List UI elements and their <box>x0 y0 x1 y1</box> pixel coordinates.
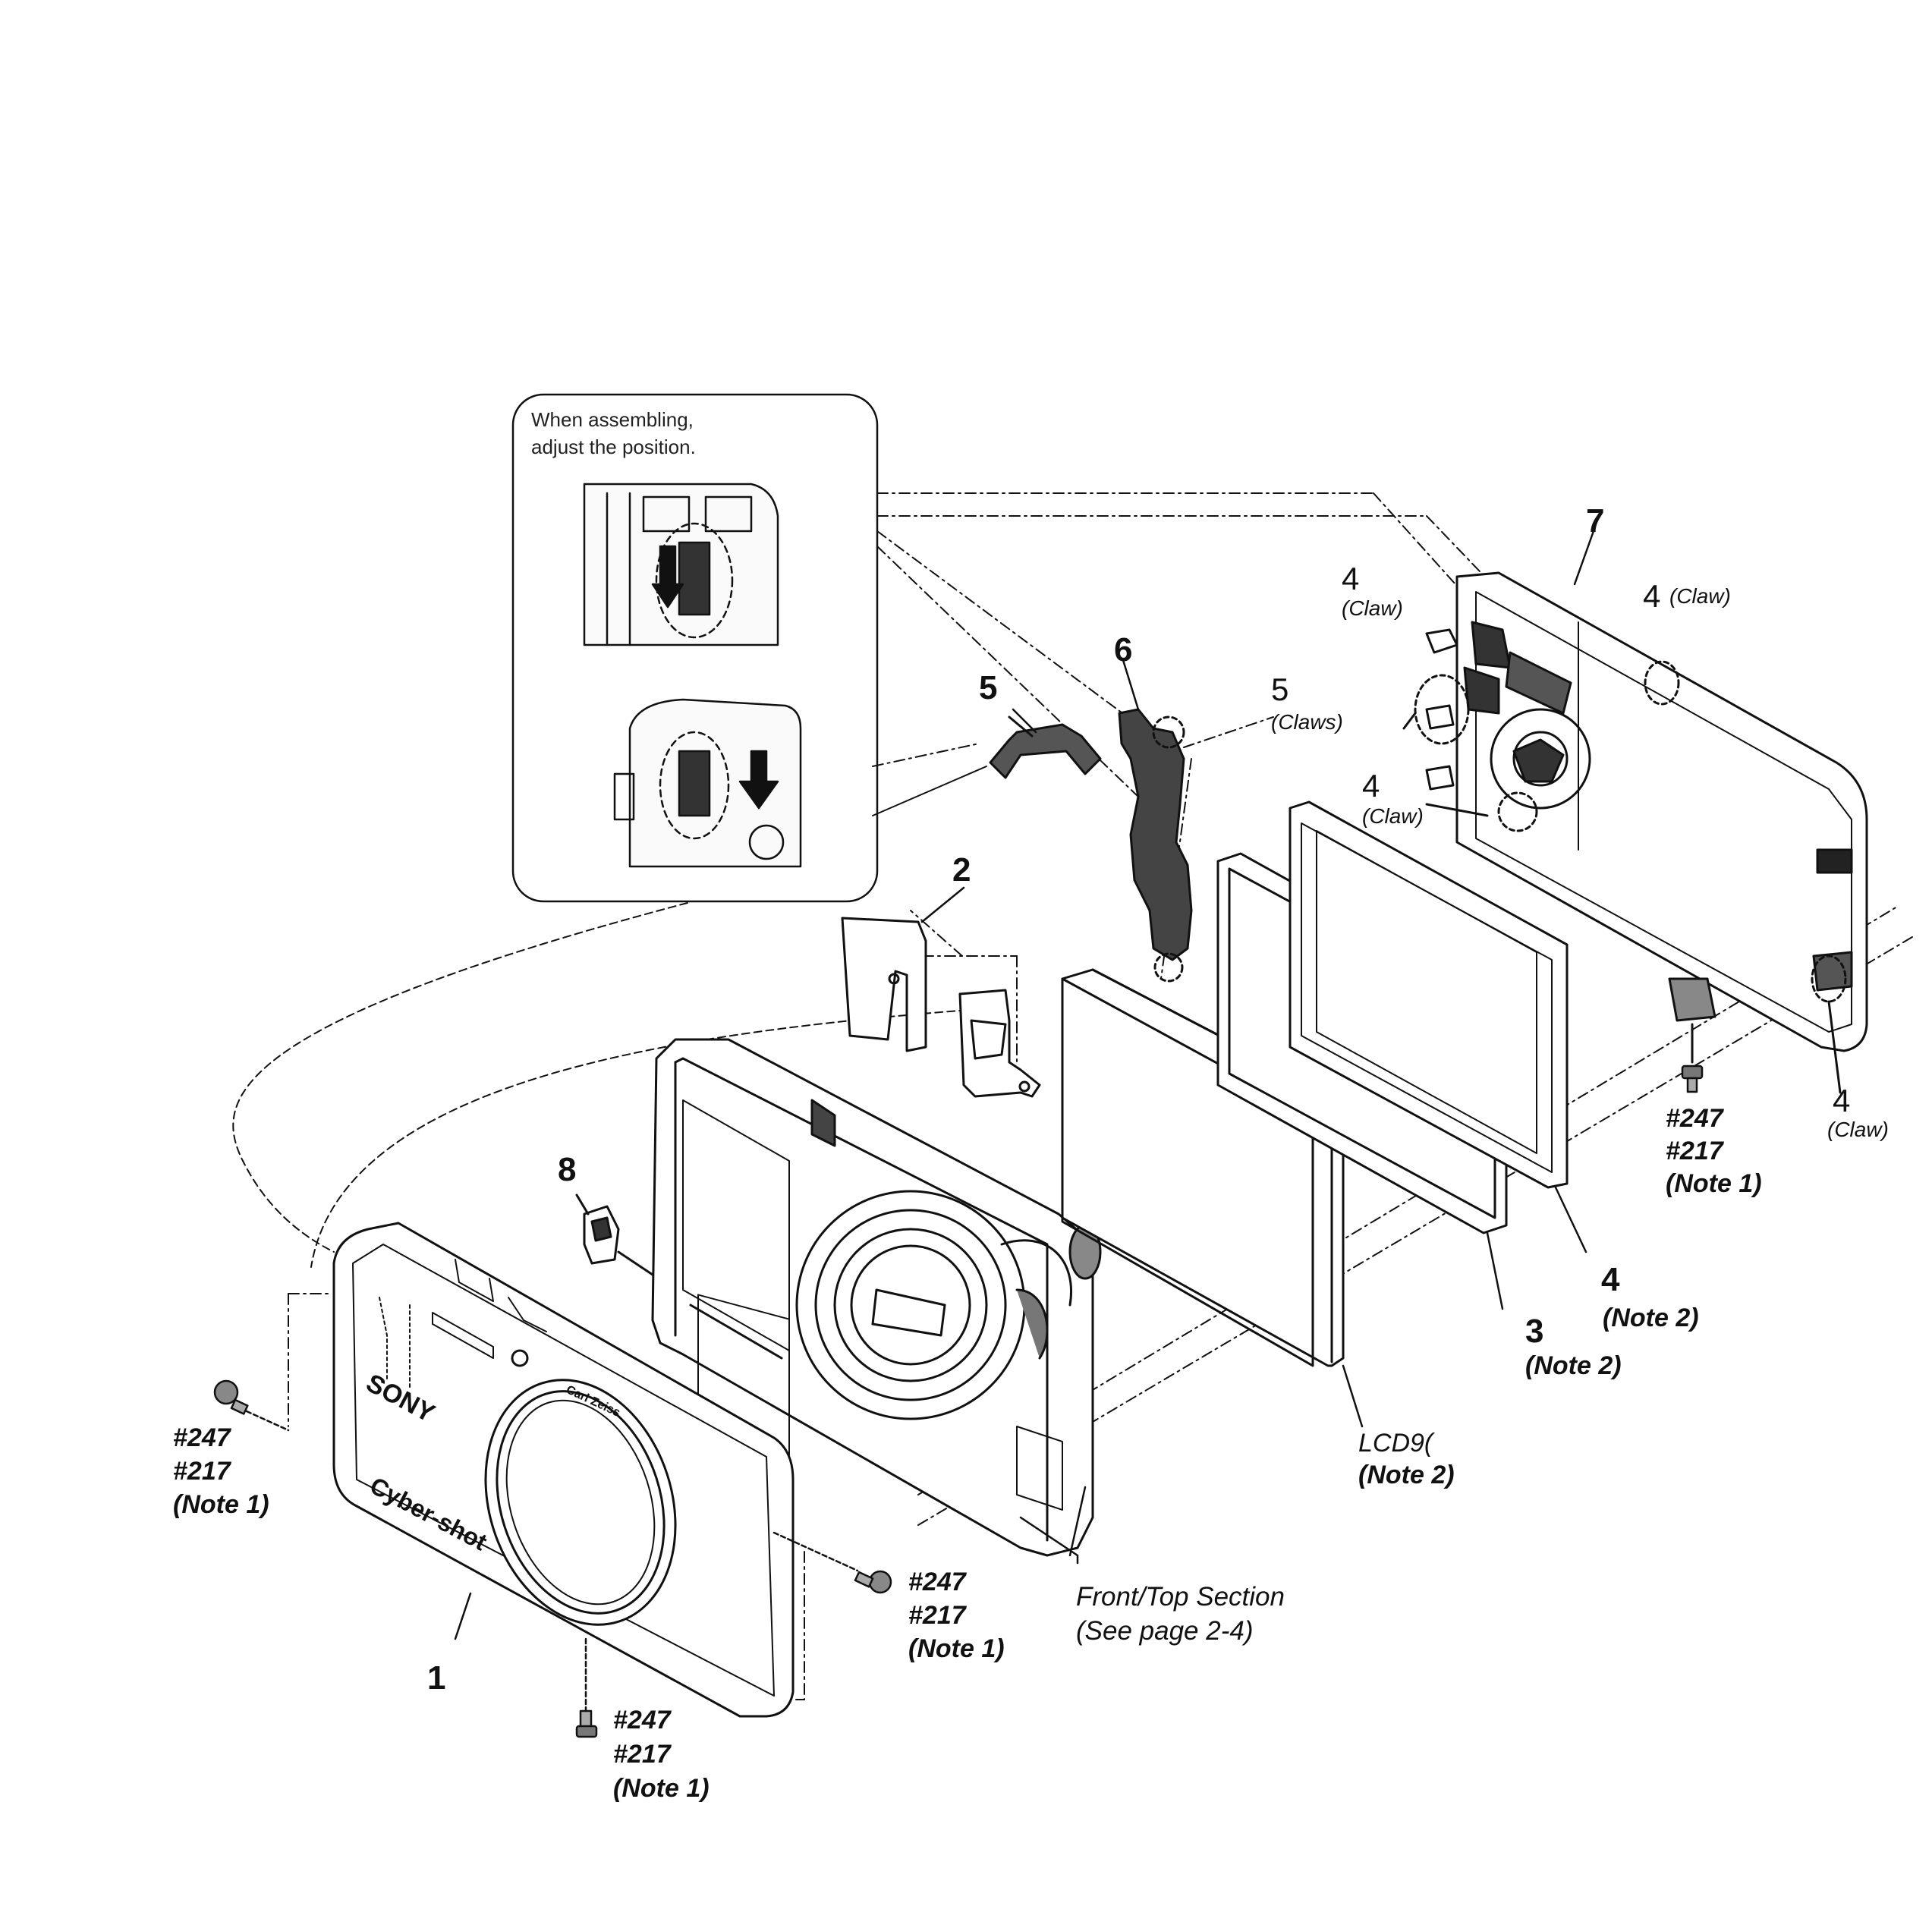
inset-text-line-2: adjust the position. <box>531 436 696 458</box>
lcd-label: LCD9( <box>1358 1429 1433 1458</box>
screw-rear-note: (Note 1) <box>1666 1169 1762 1198</box>
callout-claw-label-1: (Claw) <box>1342 596 1403 620</box>
screw-bottom-note: (Note 1) <box>613 1774 710 1803</box>
callout-part-2: 2 <box>952 851 971 888</box>
callout-part-8: 8 <box>558 1151 577 1188</box>
screw-rear-code-b: #217 <box>1666 1137 1723 1165</box>
screw-bottom <box>575 1637 598 1738</box>
callout-part-5: 5 <box>979 669 998 706</box>
callout-claw-label-2: (Claw) <box>1362 804 1424 828</box>
part-1-front-cover <box>332 1222 795 1718</box>
part-8-clip <box>575 1194 654 1276</box>
callout-part-1: 1 <box>427 1659 446 1697</box>
part-5-flex <box>989 715 1102 779</box>
callout-claw-label-3: (Claw) <box>1669 584 1731 608</box>
callout-claws-label: (Claws) <box>1271 710 1343 734</box>
callout-part-5-claws-number: 5 <box>1271 671 1289 707</box>
callout-part-4: 4 <box>1601 1261 1620 1298</box>
screw-right-code-a: #247 <box>908 1568 966 1596</box>
part-3-note: (Note 2) <box>1525 1351 1622 1380</box>
part-2-bracket <box>841 917 1041 1098</box>
section-reference-title: Front/Top Section <box>1076 1582 1285 1612</box>
screw-rear-code-a: #247 <box>1666 1104 1723 1133</box>
callout-part-7: 7 <box>1586 502 1605 539</box>
screw-right-code-b: #217 <box>908 1601 966 1630</box>
part-4-note: (Note 2) <box>1603 1304 1699 1332</box>
callout-part-4-claw-number-3: 4 <box>1643 578 1661 614</box>
assembly-inset <box>511 393 879 903</box>
screw-right <box>772 1531 892 1594</box>
part-4-window <box>1289 800 1569 1189</box>
inset-detail-bottom <box>613 698 802 868</box>
part-leaders <box>454 530 1595 1640</box>
screw-bottom-code-a: #247 <box>613 1706 671 1734</box>
inset-detail-top <box>583 483 779 646</box>
screw-rear <box>1681 1065 1704 1093</box>
screw-left-code-a: #247 <box>173 1423 231 1452</box>
callout-part-4-claw-number-2: 4 <box>1362 768 1380 804</box>
screw-right-note: (Note 1) <box>908 1634 1005 1663</box>
callout-part-6: 6 <box>1114 631 1133 668</box>
screw-left-code-b: #217 <box>173 1457 231 1486</box>
part-7-rear-cover <box>1402 571 1868 1094</box>
screw-left-note: (Note 1) <box>173 1490 269 1519</box>
inset-text-line-1: When assembling, <box>531 408 694 431</box>
callout-part-3: 3 <box>1525 1313 1544 1350</box>
callout-part-4-claw-number-1: 4 <box>1342 561 1360 596</box>
screw-left <box>213 1379 290 1432</box>
section-reference-page: (See page 2-4) <box>1076 1616 1254 1646</box>
lcd-note: (Note 2) <box>1358 1461 1455 1489</box>
callout-part-4-claw-number-4: 4 <box>1833 1083 1851 1118</box>
screw-bottom-code-b: #217 <box>613 1740 671 1769</box>
part-6-sheet <box>1118 708 1193 983</box>
callout-claw-label-4: (Claw) <box>1827 1118 1889 1141</box>
